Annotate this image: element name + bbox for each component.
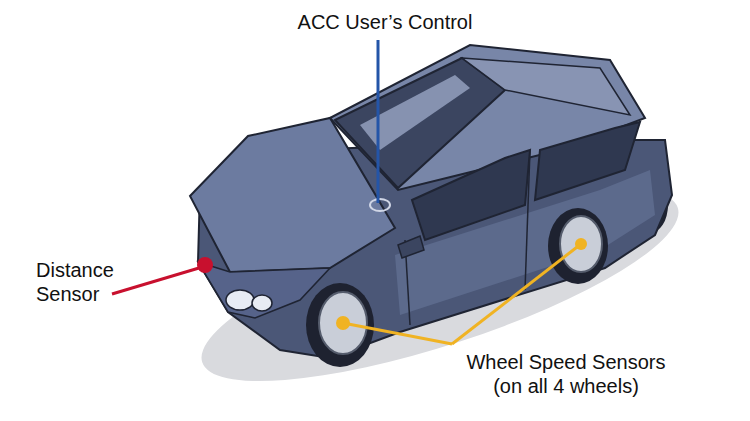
part-label: ACC User’s Control <box>298 10 473 34</box>
steering-wheel <box>370 199 390 211</box>
leader-line <box>343 323 452 344</box>
leader-line <box>452 244 581 344</box>
leader-line <box>377 40 380 203</box>
part-label: Wheel Speed Sensors (on all 4 wheels) <box>459 350 674 398</box>
leader-line <box>112 268 199 294</box>
front-wheel <box>306 283 374 367</box>
headlight <box>252 295 272 311</box>
side-mirror <box>398 236 424 258</box>
part-label: Distance Sensor <box>36 258 131 306</box>
roof-panel <box>462 58 630 115</box>
distance-sensor-dot <box>197 257 213 273</box>
headlight <box>226 290 254 310</box>
door-seam <box>525 150 530 290</box>
front-window <box>412 150 530 240</box>
rear-window <box>535 122 640 200</box>
